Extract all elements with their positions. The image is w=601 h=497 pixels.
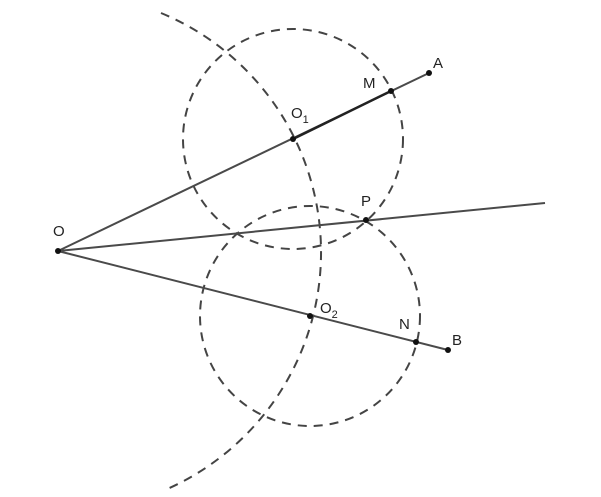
ray-op-bisector — [57, 202, 546, 252]
segment-o1-m — [292, 89, 392, 141]
point-o2 — [307, 313, 313, 319]
point-n — [413, 339, 419, 345]
point-a — [426, 70, 432, 76]
arc-centered-o — [160, 12, 323, 491]
point-p — [363, 217, 369, 223]
label-o1-subscript: 1 — [303, 114, 309, 126]
point-o — [55, 248, 61, 254]
label-p: P — [361, 193, 371, 210]
label-o2-letter: O — [320, 300, 332, 317]
label-o2-subscript: 2 — [332, 309, 338, 321]
label-o1-letter: O — [291, 105, 303, 122]
ray-ob — [57, 250, 449, 351]
label-m: M — [363, 75, 376, 92]
label-o2: O2 — [320, 300, 338, 321]
circle-o2 — [199, 205, 421, 427]
label-o: O — [53, 223, 65, 240]
label-n: N — [399, 316, 410, 333]
label-o1: O1 — [291, 105, 309, 126]
point-m — [388, 88, 394, 94]
circle-o1 — [182, 28, 404, 250]
point-o1 — [290, 136, 296, 142]
label-b: B — [452, 332, 462, 349]
point-b — [445, 347, 451, 353]
label-a: A — [433, 55, 443, 72]
